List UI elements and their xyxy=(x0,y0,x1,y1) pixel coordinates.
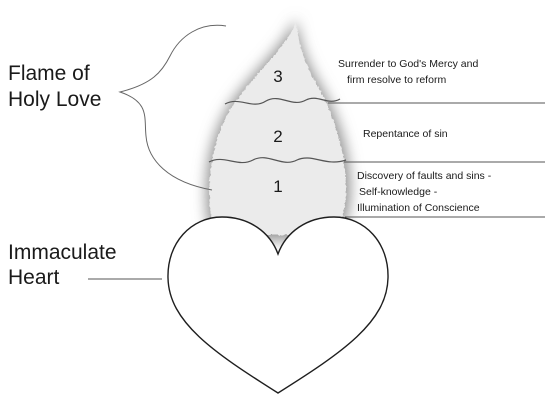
flame-label-brace xyxy=(118,24,227,191)
flame-label-line-1: Flame of xyxy=(8,62,90,85)
stage-1-text-line-3: Illumination of Conscience xyxy=(357,202,480,214)
stage-1-text-line-2: Self-knowledge - xyxy=(359,186,438,198)
stage-number-3: 3 xyxy=(273,67,282,86)
flame-shape xyxy=(209,22,346,235)
stage-number-2: 2 xyxy=(273,127,282,146)
flame-divider-lower xyxy=(208,157,347,164)
flame-divider-upper xyxy=(224,97,341,105)
stage-3-text-line-1: Surrender to God's Mercy and xyxy=(338,58,478,70)
flame-label-line-2: Holy Love xyxy=(8,88,101,111)
stage-1-text-line-1: Discovery of faults and sins - xyxy=(357,170,492,182)
heart-label-line-2: Heart xyxy=(8,266,60,289)
heart-shape xyxy=(167,216,389,394)
stage-number-1: 1 xyxy=(273,177,282,196)
stage-3-text-line-2: firm resolve to reform xyxy=(347,74,446,86)
stage-2-text-line-1: Repentance of sin xyxy=(363,128,448,140)
heart-label-line-1: Immaculate xyxy=(8,241,117,264)
